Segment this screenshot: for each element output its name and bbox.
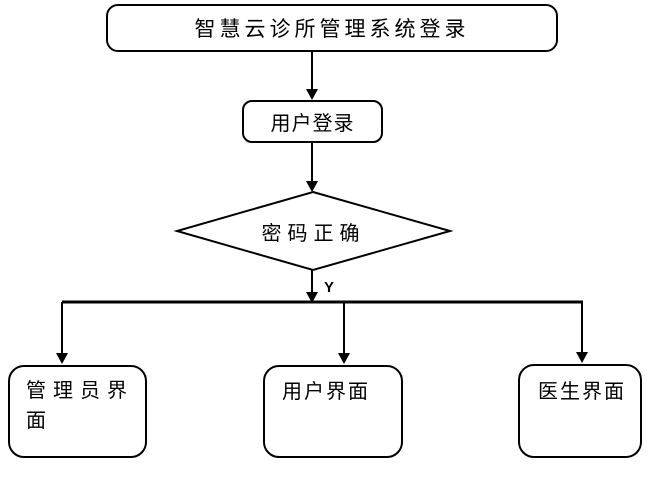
node-user-login: 用户登录	[242, 100, 383, 143]
branch-label-yes: Y	[324, 279, 335, 296]
arrowhead-start-login	[306, 89, 318, 100]
admin-label-line2: 面	[26, 410, 47, 432]
decision-password-correct: 密码正确	[177, 192, 450, 270]
arrowhead-bus-doctor	[576, 352, 588, 363]
start-label: 智慧云诊所管理系统登录	[194, 17, 470, 41]
arrowhead-bus-user	[338, 353, 350, 364]
node-start-terminator: 智慧云诊所管理系统登录	[106, 4, 558, 52]
decision-label: 密码正确	[261, 222, 366, 245]
doctor-label: 医生界面	[538, 381, 626, 403]
admin-label-line1: 管 理 员 界	[26, 380, 128, 402]
node-admin-interface: 管 理 员 界 面	[8, 365, 147, 458]
arrowhead-login-decision	[306, 181, 318, 192]
arrowhead-decision-bus	[306, 292, 318, 303]
user-label: 用户界面	[282, 381, 370, 403]
login-label: 用户登录	[270, 113, 355, 135]
arrowhead-bus-admin	[56, 353, 68, 364]
node-doctor-interface: 医生界面	[518, 364, 642, 458]
node-user-interface: 用户界面	[263, 365, 403, 458]
